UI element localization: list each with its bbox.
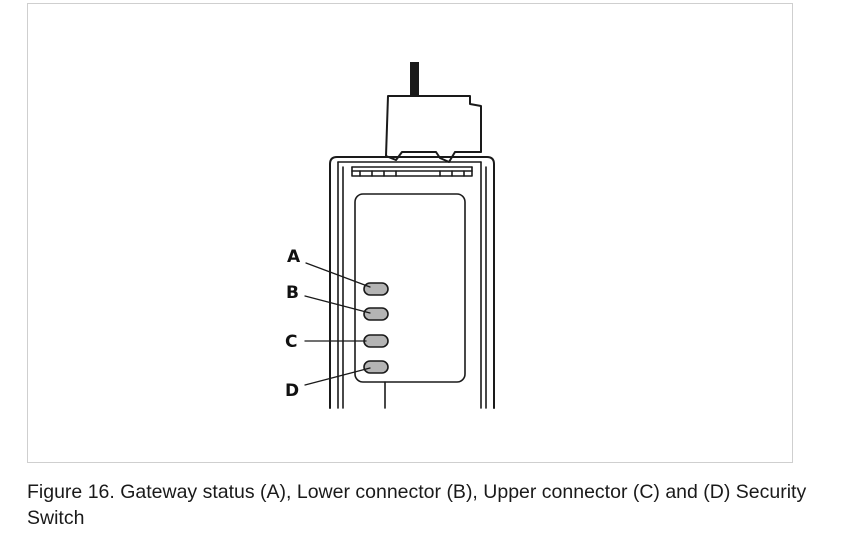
leader-line-a xyxy=(305,262,371,288)
front-panel xyxy=(354,193,466,409)
top-connector-plug xyxy=(385,95,482,163)
led-c xyxy=(363,334,389,348)
label-d: D xyxy=(285,381,299,401)
label-c: C xyxy=(285,332,297,352)
device-housing xyxy=(329,156,495,409)
led-d xyxy=(363,360,389,374)
label-b: B xyxy=(286,283,299,303)
leader-line-b xyxy=(304,295,371,314)
device-diagram: A B C D xyxy=(285,62,495,409)
led-b xyxy=(363,307,389,321)
figure-caption: Figure 16. Gateway status (A), Lower con… xyxy=(27,481,807,529)
cable xyxy=(410,62,419,96)
leader-line-d xyxy=(304,367,371,386)
label-a: A xyxy=(287,247,301,267)
led-a xyxy=(363,282,389,296)
